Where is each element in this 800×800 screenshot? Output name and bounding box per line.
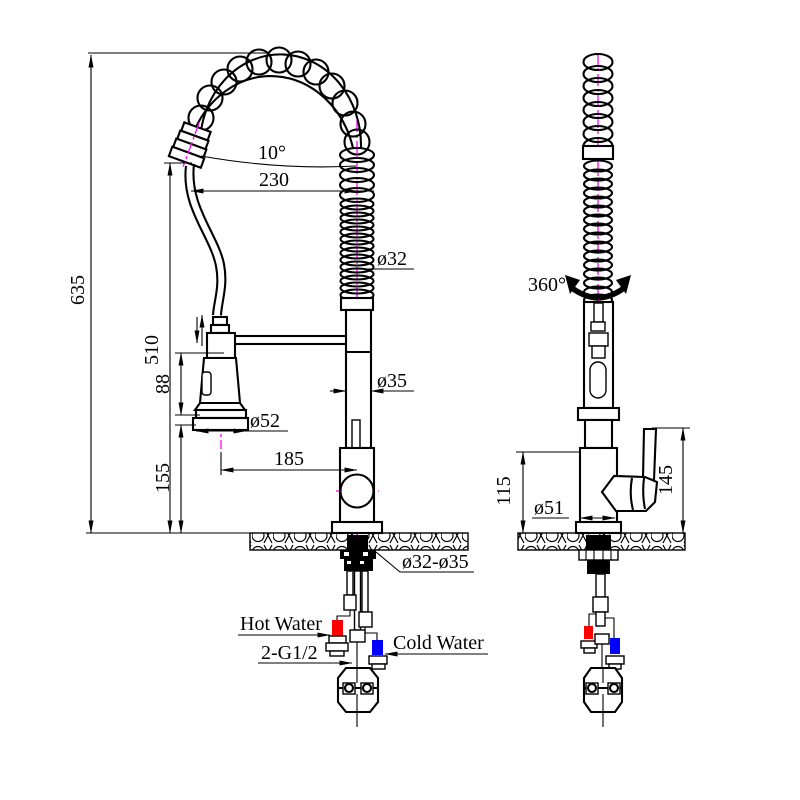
dim-mounting-hole-range: ø32-ø35 (402, 551, 469, 573)
side-view: 360° 115 145 ø51 (493, 52, 690, 727)
swivel-arrowhead-left (565, 275, 580, 294)
spray-button (201, 371, 212, 396)
hose-weight-front (336, 666, 380, 714)
side-coil-cap (581, 144, 615, 161)
cold-water-marker (372, 640, 383, 655)
dim-head-offset: 185 (274, 448, 304, 470)
hot-water-marker-side (584, 626, 593, 639)
faucet-body-front (330, 446, 384, 535)
angle-arc (200, 155, 357, 168)
mounting-plate (340, 550, 376, 559)
swivel-arrowhead-right (616, 275, 631, 294)
base-flange-side (574, 520, 623, 535)
dim-spray-head-diameter: ø52 (250, 410, 280, 432)
pull-out-hose (184, 163, 227, 316)
locknut-side (578, 549, 619, 561)
hot-water-marker (332, 620, 343, 636)
side-slot-window (589, 361, 607, 399)
side-spring-coil (582, 52, 614, 156)
mounting-nut (344, 559, 373, 571)
dim-spring-diameter: ø32 (377, 248, 407, 270)
hot-water-label: Hot Water (240, 613, 322, 635)
dim-pipe-diameter: ø35 (377, 370, 407, 392)
swivel-arrows (565, 275, 631, 301)
hose-weight-side (582, 666, 624, 714)
spring-arch (88, 46, 371, 170)
dim-head-to-counter: 155 (152, 463, 174, 493)
dim-body-height: 115 (493, 476, 515, 505)
dim-swivel-angle: 360° (528, 274, 566, 296)
arch-coil-loops (187, 46, 371, 156)
cold-water-label: Cold Water (393, 632, 484, 654)
faucet-body-side (574, 300, 659, 535)
dim-total-height: 635 (67, 275, 89, 305)
dim-spout-reach: 230 (259, 169, 289, 191)
dim-spout-angle: 10° (258, 142, 286, 164)
hose-end-cap (167, 121, 212, 170)
under-counter-front (325, 535, 388, 727)
spray-head-neck (205, 331, 237, 360)
supply-tube-right (361, 570, 369, 613)
cold-water-marker-side (610, 638, 620, 654)
under-counter-side (578, 535, 625, 727)
front-view: 635 510 10° 230 ø32 ø35 88 155 ø52 (67, 46, 488, 727)
dimensions-front: 635 510 10° 230 ø32 ø35 88 155 ø52 (67, 54, 488, 666)
body-circle-detail (339, 473, 375, 509)
dim-base-diameter: ø51 (534, 497, 564, 519)
spray-head-ring (191, 416, 250, 432)
thread-spec-label: 2-G1/2 (261, 642, 318, 664)
supply-tube-left (346, 570, 354, 596)
dim-head-length: 88 (152, 374, 174, 394)
dimensions-side: 360° 115 145 ø51 (493, 274, 690, 534)
mounting-hole-leader (375, 551, 474, 573)
support-arm (232, 334, 348, 346)
base-flange-front (330, 520, 384, 535)
dim-handle-height: 145 (655, 465, 677, 495)
coil-bottom-cap (339, 296, 375, 312)
spray-head (191, 314, 250, 432)
dim-outlet-height: 510 (141, 335, 163, 365)
faucet-column (339, 296, 375, 473)
mounting-shank (347, 535, 368, 550)
